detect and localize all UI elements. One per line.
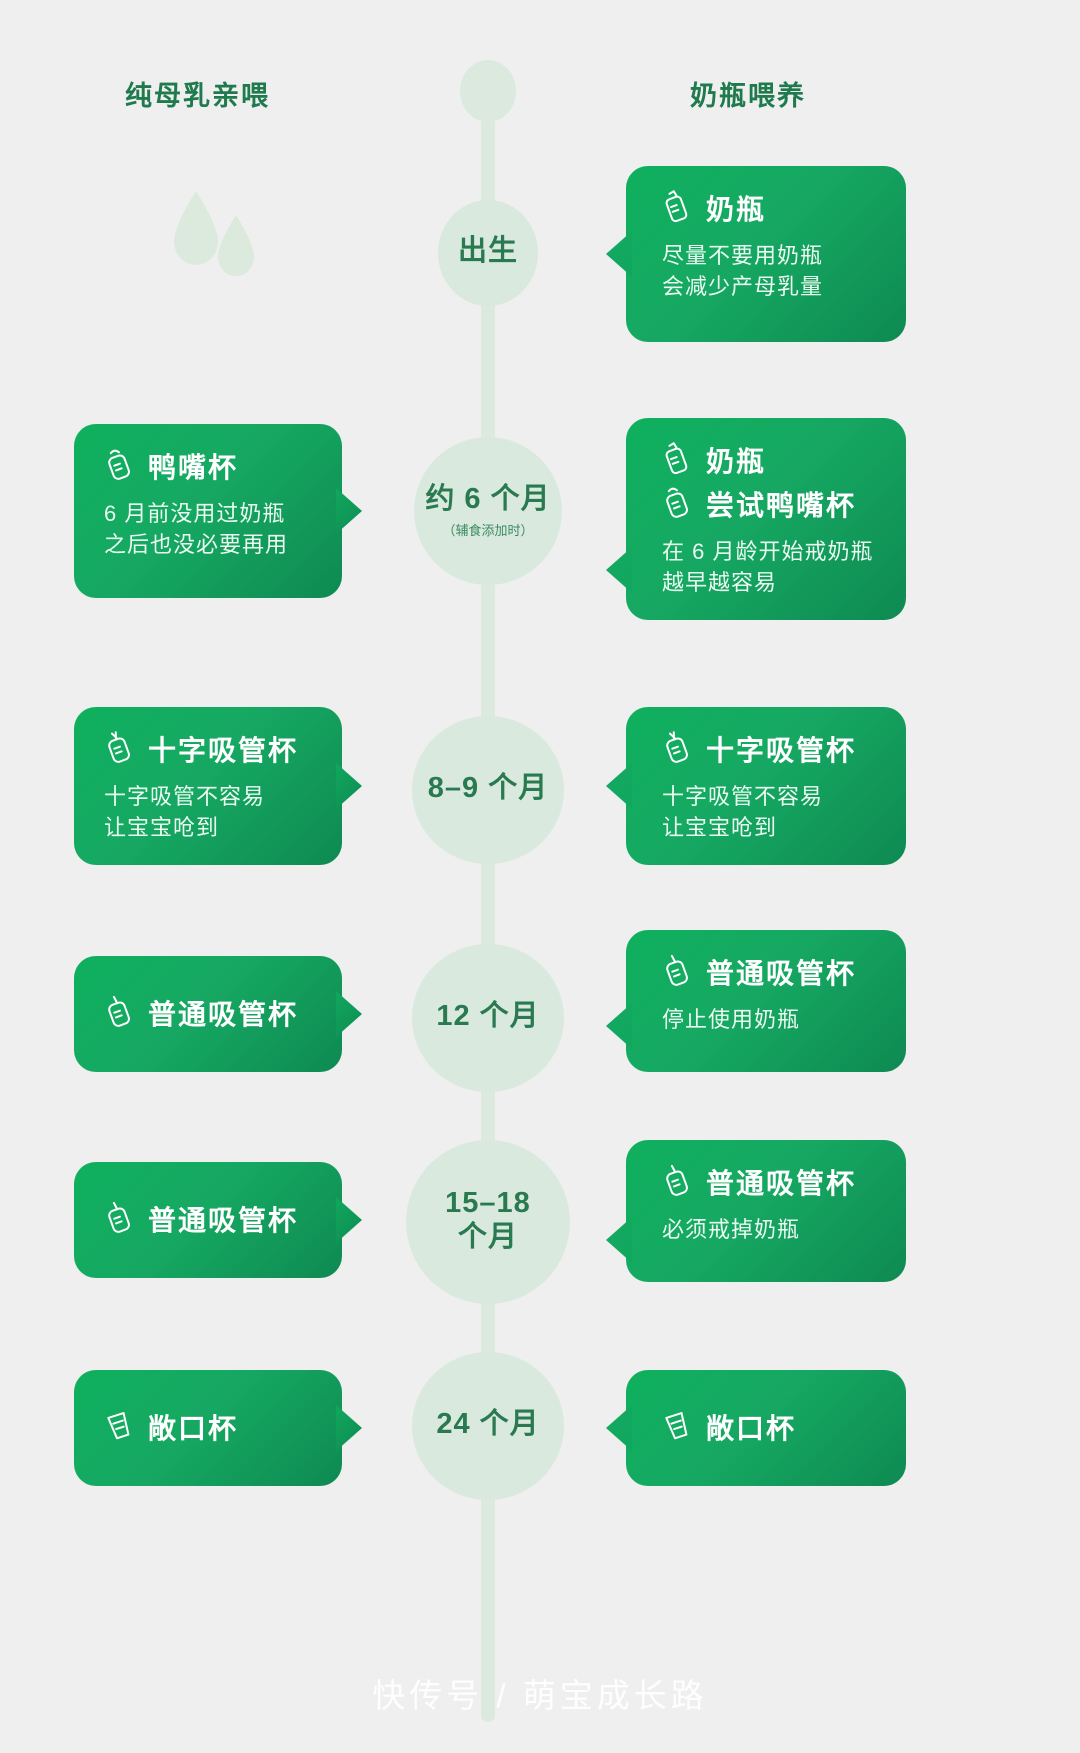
card-body: 停止使用奶瓶 — [662, 1007, 801, 1032]
card-body: 在 6 月龄开始戒奶瓶 越早越容易 — [662, 539, 874, 596]
card-title: 奶瓶 — [706, 446, 767, 477]
card-title: 十字吸管杯 — [706, 735, 857, 766]
open-cup-icon — [104, 1408, 134, 1447]
sippy-cup-icon — [104, 447, 134, 486]
straw-cup-icon — [662, 1163, 692, 1202]
card-title-row: 普通吸管杯 — [104, 1199, 298, 1239]
card-title-row: 奶瓶 — [662, 440, 880, 480]
card-title: 普通吸管杯 — [148, 999, 299, 1030]
column-header-left: 纯母乳亲喂 — [125, 81, 270, 111]
card-title: 普通吸管杯 — [706, 1168, 857, 1199]
straw-cup-icon — [662, 953, 692, 992]
card-pointer — [606, 1405, 632, 1451]
sippy-cup-icon — [662, 485, 692, 524]
card-pointer — [606, 763, 632, 809]
card-title-row-2: 尝试鸭嘴杯 — [662, 484, 880, 524]
milestone-label-2: 8–9 个月 — [427, 771, 549, 804]
open-cup-icon — [662, 1408, 692, 1447]
card-title: 鸭嘴杯 — [148, 452, 239, 483]
milestone-node-2: 8–9 个月 — [412, 716, 564, 864]
card-title-row: 十字吸管杯 — [662, 729, 880, 769]
bottle-icon — [662, 189, 692, 228]
card-title-row: 普通吸管杯 — [662, 1162, 880, 1202]
card-pointer — [336, 763, 362, 809]
card-left-2[interactable]: 十字吸管杯 十字吸管不容易 让宝宝呛到 — [74, 707, 362, 865]
card-pointer — [606, 547, 632, 593]
card-body: 6 月前没用过奶瓶 之后也没必要再用 — [104, 501, 289, 558]
card-title: 敞口杯 — [706, 1413, 797, 1444]
card-title: 普通吸管杯 — [148, 1205, 299, 1236]
card-left-5[interactable]: 敞口杯 — [74, 1370, 362, 1486]
milestone-node-0: 出生 — [438, 200, 538, 306]
bottle-icon — [662, 441, 692, 480]
card-title: 十字吸管杯 — [148, 735, 299, 766]
milestone-label-3: 12 个月 — [436, 999, 540, 1032]
card-right-5[interactable]: 敞口杯 — [606, 1370, 906, 1486]
card-body: 十字吸管不容易 让宝宝呛到 — [662, 784, 824, 841]
milestone-node-3: 12 个月 — [412, 944, 564, 1092]
milestone-label-1: 约 6 个月 — [425, 483, 551, 516]
milestone-node-1: 约 6 个月 （辅食添加时） — [414, 437, 562, 585]
card-right-0[interactable]: 奶瓶 尽量不要用奶瓶 会减少产母乳量 — [606, 166, 906, 342]
card-right-2[interactable]: 十字吸管杯 十字吸管不容易 让宝宝呛到 — [606, 707, 906, 865]
milestone-label-4: 15–18 个月 — [445, 1187, 531, 1253]
milk-drops-icon — [160, 185, 280, 290]
milestone-sub-1: （辅食添加时） — [442, 522, 534, 538]
card-title-row: 鸭嘴杯 — [104, 446, 316, 486]
card-pointer — [336, 991, 362, 1037]
card-title-row: 普通吸管杯 — [104, 993, 298, 1033]
card-title: 奶瓶 — [706, 194, 767, 225]
card-title-row: 敞口杯 — [104, 1407, 238, 1447]
card-title-row: 十字吸管杯 — [104, 729, 316, 769]
milestone-label-5: 24 个月 — [436, 1407, 540, 1440]
card-pointer — [606, 1003, 632, 1049]
card-pointer — [606, 1217, 632, 1263]
card-title-row: 普通吸管杯 — [662, 952, 880, 992]
card-pointer — [336, 1197, 362, 1243]
card-title-row: 敞口杯 — [662, 1407, 796, 1447]
card-body: 十字吸管不容易 让宝宝呛到 — [104, 784, 266, 841]
milestone-node-5: 24 个月 — [412, 1352, 564, 1500]
column-header-right: 奶瓶喂养 — [690, 81, 806, 111]
card-title: 敞口杯 — [148, 1413, 239, 1444]
card-left-3[interactable]: 普通吸管杯 — [74, 956, 362, 1072]
card-pointer — [606, 231, 632, 277]
cross-straw-cup-icon — [104, 730, 134, 769]
card-right-4[interactable]: 普通吸管杯 必须戒掉奶瓶 — [606, 1140, 906, 1282]
milestone-node-4: 15–18 个月 — [406, 1140, 570, 1304]
card-right-1[interactable]: 奶瓶 尝试鸭嘴杯 在 6 月龄开始戒奶瓶 越早越容易 — [606, 418, 906, 620]
card-body: 必须戒掉奶瓶 — [662, 1217, 801, 1242]
card-body: 尽量不要用奶瓶 会减少产母乳量 — [662, 243, 824, 300]
card-left-4[interactable]: 普通吸管杯 — [74, 1162, 362, 1278]
card-title: 普通吸管杯 — [706, 958, 857, 989]
card-pointer — [336, 1405, 362, 1451]
card-pointer — [336, 488, 362, 534]
straw-cup-icon — [104, 994, 134, 1033]
cross-straw-cup-icon — [662, 730, 692, 769]
card-right-3[interactable]: 普通吸管杯 停止使用奶瓶 — [606, 930, 906, 1072]
card-left-1[interactable]: 鸭嘴杯 6 月前没用过奶瓶 之后也没必要再用 — [74, 424, 362, 598]
card-title-row: 奶瓶 — [662, 188, 880, 228]
watermark: 快传号 / 萌宝成长路 — [372, 1677, 708, 1714]
milestone-label-0: 出生 — [457, 234, 518, 267]
card-title-2: 尝试鸭嘴杯 — [706, 490, 857, 521]
straw-cup-icon — [104, 1200, 134, 1239]
